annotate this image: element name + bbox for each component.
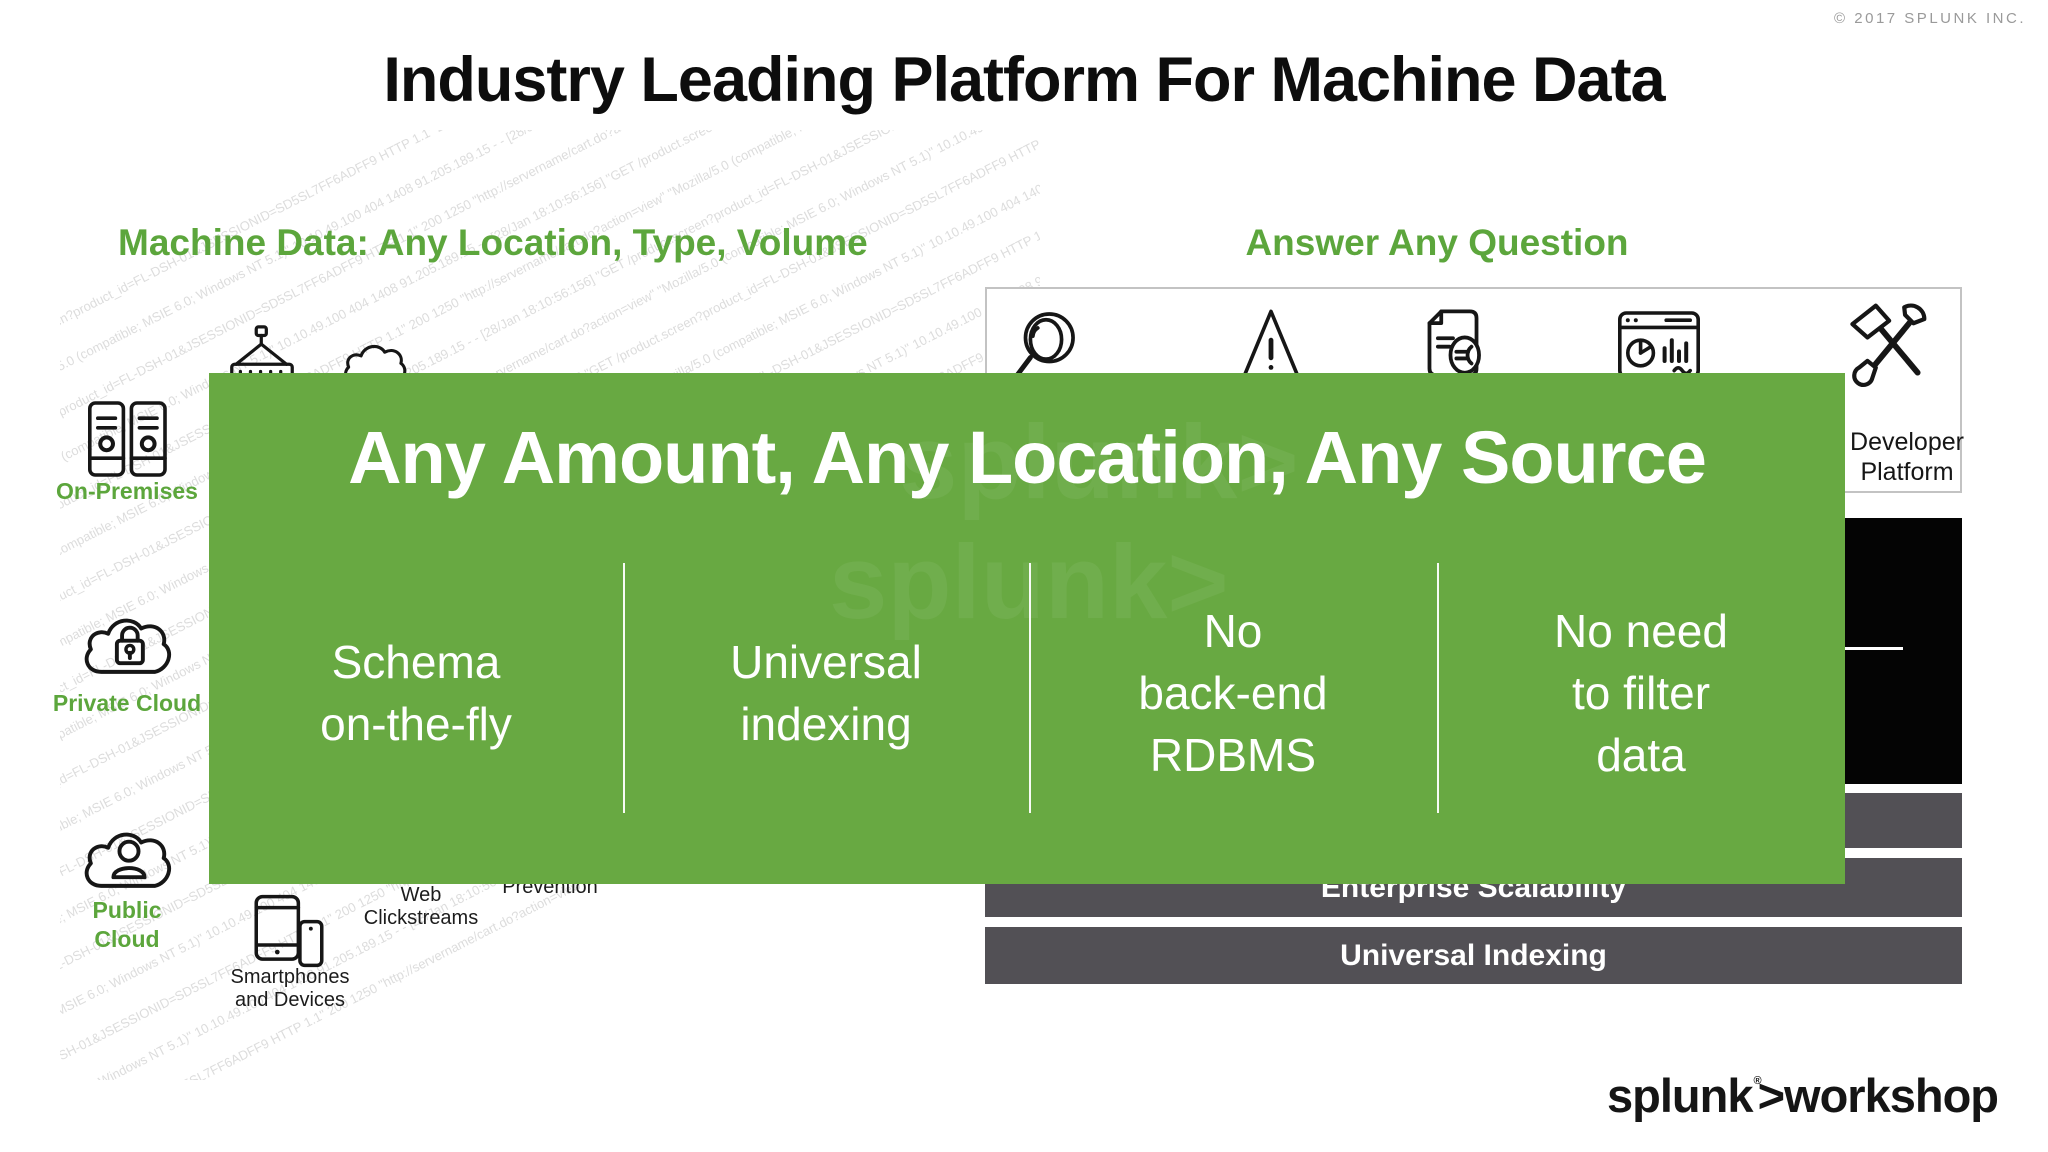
source-label-private-cloud: Private Cloud (52, 690, 202, 716)
splunk-watermark: splunk> (829, 524, 1229, 641)
source-label-smartphones: Smartphones and Devices (230, 966, 350, 1011)
report-euro-icon (1411, 303, 1495, 387)
column-divider (623, 563, 625, 813)
logo-brand: splunk (1607, 1069, 1753, 1122)
developer-platform-label: Developer Platform (1850, 428, 1964, 486)
column-divider (1029, 563, 1031, 813)
source-label-public-cloud: Public Cloud (92, 897, 162, 952)
overlay-column-schema: Schema on-the-fly (320, 635, 512, 750)
splunk-watermark: splunk> (899, 404, 1299, 521)
splunk-workshop-logo: splunk®>workshop (1607, 1068, 1999, 1123)
logo-suffix: workshop (1784, 1069, 1999, 1122)
overlay-column-no-filter: No need to filter data (1554, 604, 1728, 782)
source-label-web-clickstreams: Web Clickstreams (363, 884, 479, 929)
cloud-icon (338, 336, 414, 392)
green-overlay-panel: splunk> splunk> Any Amount, Any Location… (209, 373, 1845, 884)
capability-bar-universal-indexing: Universal Indexing (985, 927, 1962, 984)
page-title: Industry Leading Platform For Machine Da… (383, 45, 1665, 115)
registered-mark: ® (1753, 1075, 1761, 1087)
answer-any-question-heading: Answer Any Question (1245, 222, 1629, 263)
dashboard-icon (1615, 305, 1703, 385)
server-towers-icon (85, 398, 173, 480)
column-divider (1437, 563, 1439, 813)
source-label-on-premises: On-Premises (56, 478, 198, 504)
cloud-lock-icon (70, 606, 188, 684)
overlay-headline: Any Amount, Any Location, Any Source (348, 416, 1707, 499)
overlay-column-no-rdbms: No back-end RDBMS (1138, 604, 1328, 782)
cloud-person-icon (70, 820, 188, 898)
copyright-text: © 2017 SPLUNK INC. (1834, 10, 2026, 27)
tablet-phone-icon (250, 892, 328, 970)
overlay-column-universal-indexing: Universal indexing (730, 635, 922, 750)
logo-separator: > (1757, 1069, 1785, 1122)
machine-data-heading: Machine Data: Any Location, Type, Volume (118, 222, 868, 263)
developer-tools-icon (1839, 299, 1931, 391)
